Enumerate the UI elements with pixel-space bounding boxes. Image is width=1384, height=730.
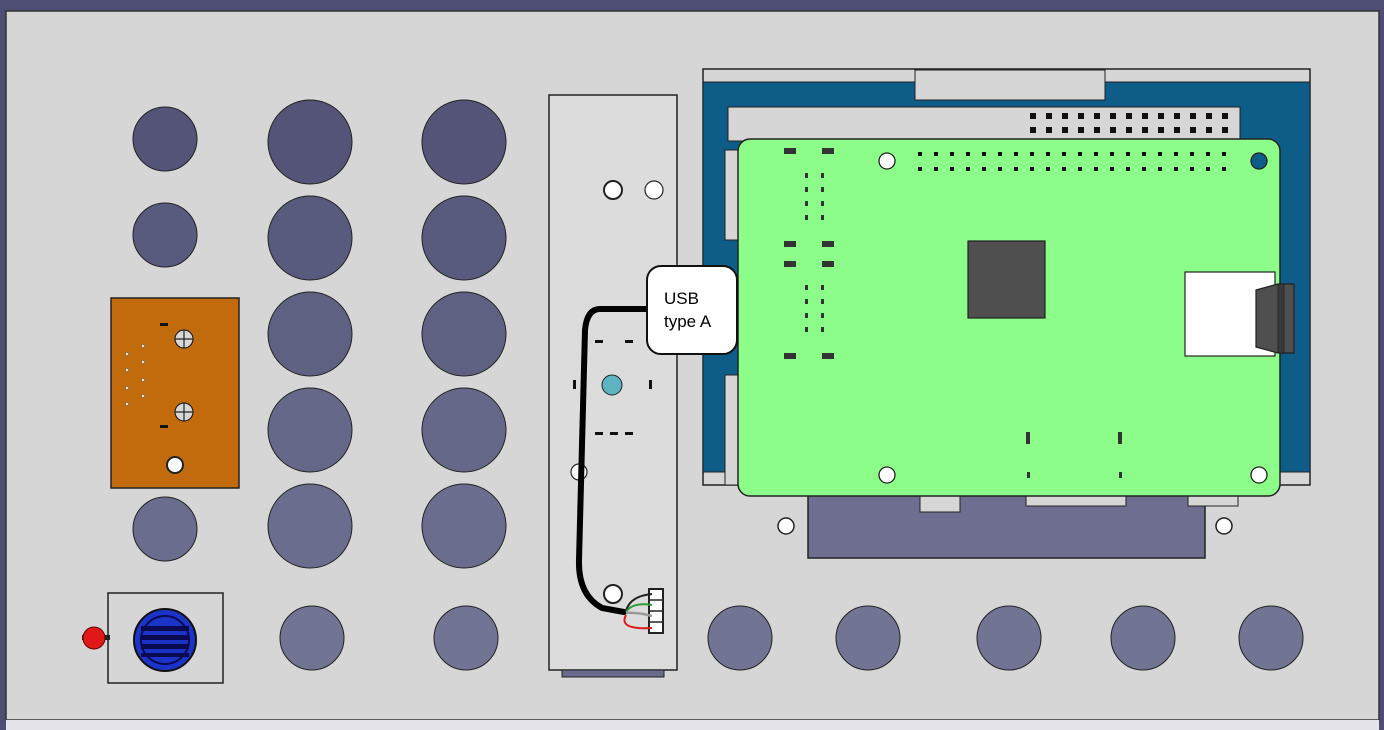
knob[interactable] <box>421 483 507 569</box>
knob[interactable] <box>267 483 353 569</box>
header-pins-top <box>1030 113 1228 133</box>
knob[interactable] <box>132 202 198 268</box>
connector-pins <box>125 344 145 406</box>
knob-grid <box>132 99 1304 671</box>
mount-holes <box>878 152 1268 484</box>
knob[interactable] <box>421 99 507 185</box>
knob[interactable] <box>421 291 507 377</box>
power-button-icon[interactable] <box>133 608 197 672</box>
knob[interactable] <box>421 387 507 473</box>
knob[interactable] <box>267 291 353 377</box>
usb-cable <box>575 306 649 615</box>
smd-components <box>784 148 1122 478</box>
usb-callout: USB type A <box>646 265 738 355</box>
knob[interactable] <box>132 106 198 172</box>
knob[interactable] <box>132 496 198 562</box>
knob[interactable] <box>267 195 353 281</box>
single-board-computer <box>737 138 1295 497</box>
knob[interactable] <box>835 605 901 671</box>
vertical-bracket <box>548 94 678 678</box>
mount-hole <box>166 456 184 474</box>
panel-bottom-edge <box>6 720 1379 730</box>
knob[interactable] <box>433 605 499 671</box>
screw-icon <box>174 402 194 422</box>
processor-chip <box>967 240 1046 319</box>
knob[interactable] <box>1238 605 1304 671</box>
gpio-header <box>918 152 1226 171</box>
knob[interactable] <box>267 99 353 185</box>
orange-board <box>110 297 240 489</box>
knob[interactable] <box>421 195 507 281</box>
power-section <box>82 592 224 684</box>
knob[interactable] <box>707 605 773 671</box>
cyan-indicator <box>601 374 623 396</box>
knob[interactable] <box>976 605 1042 671</box>
screw-icon <box>174 329 194 349</box>
knob[interactable] <box>267 387 353 473</box>
callout-line-1: USB <box>664 289 699 308</box>
sd-card-slot <box>1184 271 1295 357</box>
led-icon <box>82 626 110 650</box>
knob[interactable] <box>1110 605 1176 671</box>
callout-line-2: type A <box>664 312 712 331</box>
knob[interactable] <box>279 605 345 671</box>
